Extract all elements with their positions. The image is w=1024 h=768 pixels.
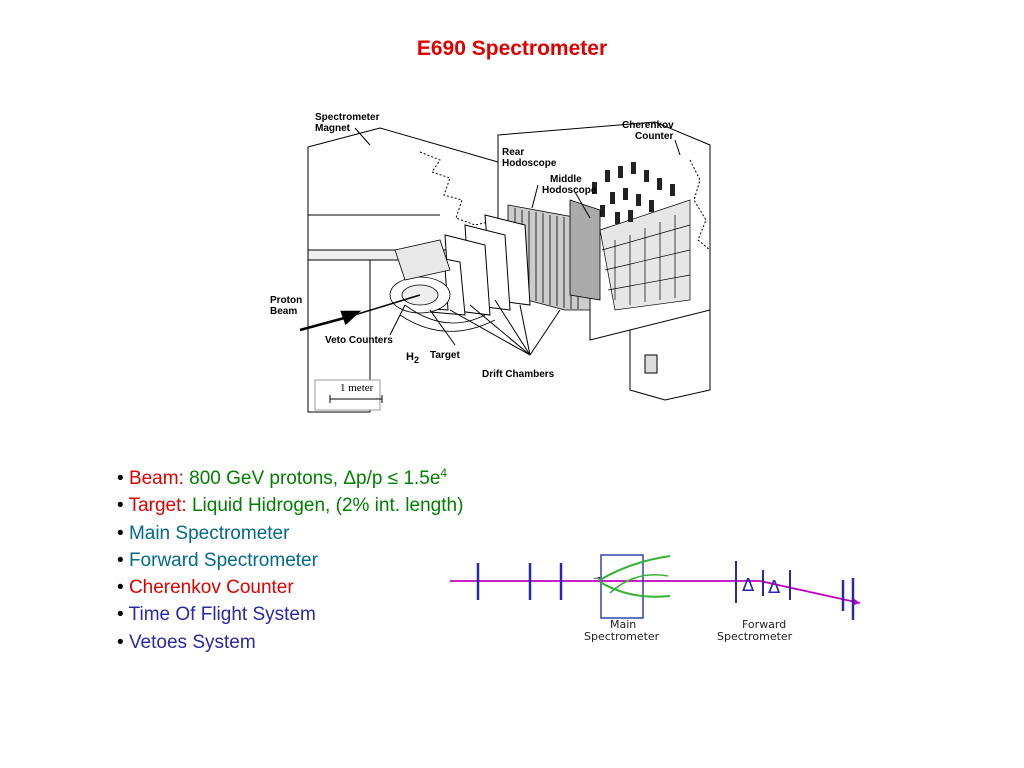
bullet-time-of-flight: • Time Of Flight System xyxy=(117,604,316,626)
bullet-beam: • Beam: 800 GeV protons, Δp/p ≤ 1.5e4 xyxy=(117,466,448,489)
label-spectrometer-magnet-1: Spectrometer xyxy=(315,112,380,123)
forward-label-1: Forward xyxy=(742,618,786,631)
forward-delta-2: Δ xyxy=(768,577,781,598)
track-lower xyxy=(599,581,671,598)
cherenkov-mirrors xyxy=(599,199,691,311)
main-label-1: Main xyxy=(610,618,636,631)
label-cherenkov-2: Counter xyxy=(635,131,673,142)
photomultipliers xyxy=(592,162,675,224)
target-marker: ⊸ xyxy=(593,574,601,584)
forward-label-2: Spectrometer xyxy=(717,630,793,643)
svg-text:1 meter: 1 meter xyxy=(340,382,374,394)
label-middle-hodoscope-2: Hodoscope xyxy=(542,185,597,196)
label-rear-hodoscope-1: Rear xyxy=(502,147,524,158)
detector-drawing: Spectrometer Magnet Cherenkov Counter Re… xyxy=(270,112,711,413)
bullet-target: • Target: Liquid Hidrogen, (2% int. leng… xyxy=(117,495,464,517)
page-title: E690 Spectrometer xyxy=(416,37,608,60)
label-rear-hodoscope-2: Hodoscope xyxy=(502,158,557,169)
bullet-list: • Beam: 800 GeV protons, Δp/p ≤ 1.5e4 • … xyxy=(117,460,463,656)
scale-bar: 1 meter xyxy=(314,379,383,411)
forward-delta-1: Δ xyxy=(742,575,755,596)
label-spectrometer-magnet-2: Magnet xyxy=(315,123,351,134)
main-spectrometer-box xyxy=(600,554,644,619)
bullet-cherenkov-counter: • Cherenkov Counter xyxy=(117,577,294,599)
label-proton-beam-1: Proton xyxy=(270,295,302,306)
label-h2: H2 xyxy=(406,351,419,365)
label-middle-hodoscope-1: Middle xyxy=(550,174,582,185)
label-cherenkov-1: Cherenkov xyxy=(622,120,674,131)
label-veto-counters: Veto Counters xyxy=(325,335,393,346)
bullet-forward-spectrometer: • Forward Spectrometer xyxy=(117,549,318,571)
bullet-main-spectrometer: • Main Spectrometer xyxy=(117,522,290,544)
label-target: Target xyxy=(430,350,460,361)
bullet-vetoes-system: • Vetoes System xyxy=(117,631,256,653)
label-drift-chambers: Drift Chambers xyxy=(482,369,555,380)
spectrometer-schematic: ⊸ Δ Δ Main Spectrometer Forward Spectrom… xyxy=(450,554,861,643)
main-label-2: Spectrometer xyxy=(584,630,660,643)
track-upper xyxy=(599,555,671,581)
label-proton-beam-2: Beam xyxy=(270,306,297,317)
track-cross xyxy=(609,574,669,594)
